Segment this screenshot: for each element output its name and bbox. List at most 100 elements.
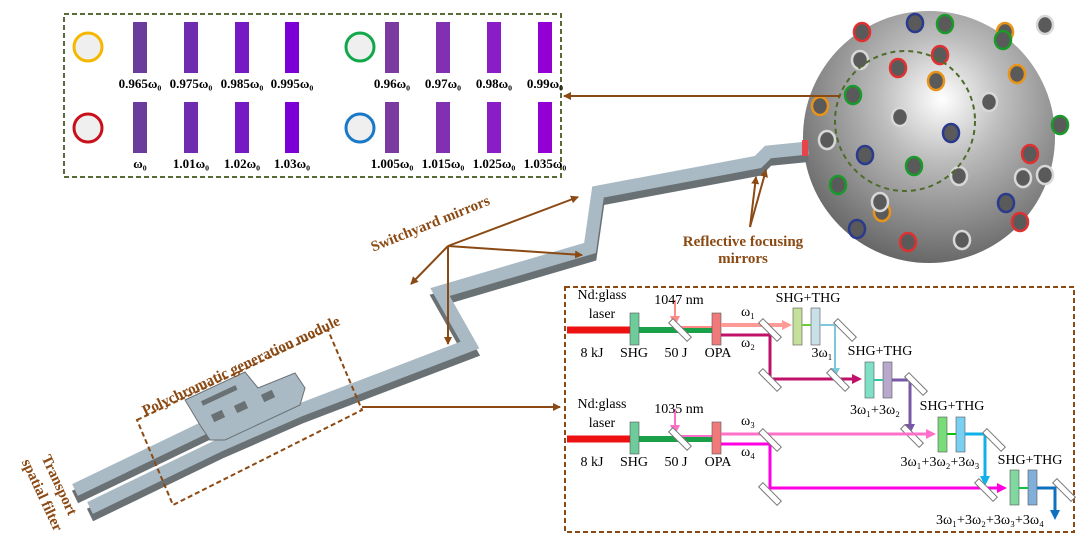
energy-label: 8 kJ: [581, 346, 605, 361]
reflective-mirrors-label: mirrors: [718, 251, 768, 267]
wavelength-label: 1035 nm: [654, 402, 704, 417]
port-ring-icon: [1020, 143, 1040, 165]
energy-label: 8 kJ: [581, 455, 605, 470]
shg-crystal: [629, 421, 640, 455]
frequency-bar: [538, 102, 552, 153]
frequency-bar: [436, 102, 450, 153]
port-ring-icon: [905, 12, 925, 34]
shg-label: SHG: [620, 346, 648, 361]
port-ring-icon: [979, 91, 999, 113]
mirror-icon: [1051, 477, 1077, 503]
beam-arrowhead: [997, 483, 1007, 493]
frequency-label: 1.025ω₀: [473, 156, 516, 171]
frequency-label: 1.03ω₀: [274, 156, 310, 171]
polychromatic-module-grid: [184, 371, 306, 441]
port-ring-icon: [996, 192, 1016, 214]
mirror-icon: [757, 317, 783, 343]
mirror-icon: [981, 427, 1007, 453]
port-ring-icon: [817, 129, 837, 151]
port-ring-icon: [890, 106, 910, 128]
port-ring-icon: [1007, 63, 1027, 85]
frequency-bar: [385, 102, 399, 153]
port-ring-icon: [855, 144, 875, 166]
switchyard-mirrors-label: Switchyard mirrors: [369, 193, 493, 255]
stage-title: SHG+THG: [848, 344, 913, 359]
shg-crystal: [629, 312, 640, 346]
mirror-icon: [825, 367, 851, 393]
frequency-label: 0.995ω₀: [271, 76, 314, 91]
mirror-icon: [757, 427, 783, 453]
beam-arrowhead: [782, 320, 792, 330]
stage-output: 3ω₁+3ω₂+3ω₃+3ω₄: [936, 513, 1044, 528]
frequency-label: 0.97ω₀: [425, 76, 461, 91]
port-ring-icon: [930, 44, 950, 66]
port-ring-icon: [949, 165, 969, 187]
frequency-bar: [436, 22, 450, 73]
port-ring-icon: [1050, 114, 1070, 136]
stage-output: 3ω₁+3ω₂+3ω₃: [900, 455, 979, 470]
laser-name-label: Nd:glass: [578, 288, 627, 303]
frequency-label: ω₀: [133, 156, 147, 171]
port-ring-icon: [870, 191, 890, 213]
port-ring-icon: [847, 218, 867, 240]
frequency-bar: [235, 102, 249, 153]
stage-output: 3ω₁+3ω₂: [850, 403, 900, 418]
port-ring-icon: [1010, 211, 1030, 233]
omega-label: ω₁: [741, 305, 755, 320]
wavelength-label: 1047 nm: [654, 293, 704, 308]
beam-port-ring-icon: [344, 112, 376, 144]
frequency-bar: [133, 102, 147, 153]
laser-schematic-box: Nd:glass laser 8 kJ SHG 1047 nm 50 J OPA ω₁ ω₂ Nd…: [564, 286, 1077, 533]
port-ring-icon: [993, 29, 1013, 51]
frequency-label: 1.01ω₀: [173, 156, 209, 171]
beam-port-ring-icon: [72, 31, 104, 63]
beam-path: [820, 324, 836, 372]
frequency-bar: [184, 102, 198, 153]
opa-crystal: [711, 312, 722, 346]
beam-arrowhead: [980, 476, 990, 486]
beam-arrowhead: [852, 374, 862, 384]
seed-energy-label: 50 J: [665, 346, 689, 361]
beam-arrowhead: [926, 429, 936, 439]
frequency-label: 1.02ω₀: [224, 156, 260, 171]
stage-title: SHG+THG: [920, 399, 985, 414]
shg-thg-crystal: [1027, 469, 1038, 506]
mirror-icon: [903, 371, 929, 397]
frequency-bar: [133, 22, 147, 73]
frequency-bar: [184, 22, 198, 73]
mirror-icon: [973, 477, 999, 503]
port-ring-icon: [898, 231, 918, 253]
port-ring-icon: [1035, 164, 1055, 186]
frequency-label: 0.975ω₀: [170, 76, 213, 91]
shg-thg-crystal: [937, 416, 948, 453]
shg-thg-crystal: [1009, 469, 1020, 506]
mirror-icon: [667, 426, 693, 452]
stage-title: SHG+THG: [998, 453, 1063, 468]
reflective-focusing-label: Reflective focusing: [683, 234, 804, 250]
beam-port-ring-icon: [72, 112, 104, 144]
opa-label: OPA: [705, 346, 733, 361]
mirror-icon: [757, 367, 783, 393]
beam-path: [1037, 486, 1057, 514]
port-ring-icon: [952, 229, 972, 251]
omega-label: ω₃: [741, 414, 755, 429]
port-ring-icon: [904, 155, 924, 177]
frequency-label: 0.985ω₀: [221, 76, 264, 91]
mirror-icon: [757, 481, 783, 507]
frequency-bar: [285, 102, 299, 153]
port-region-dashed-circle: [834, 50, 976, 192]
beam-port-ring-icon: [344, 31, 376, 63]
laser-name-label: laser: [589, 416, 616, 431]
laser-name-label: Nd:glass: [578, 397, 627, 412]
omega-label: ω₂: [741, 336, 755, 351]
opa-crystal: [711, 421, 722, 455]
frequency-bar: [487, 22, 501, 73]
frequency-bar: [538, 22, 552, 73]
mirror-icon: [667, 317, 693, 343]
shg-thg-crystal: [864, 361, 875, 399]
port-ring-icon: [935, 13, 955, 35]
mirror-icon: [832, 317, 858, 343]
port-ring-icon: [941, 122, 961, 144]
target-chamber-sphere: [803, 11, 1070, 263]
